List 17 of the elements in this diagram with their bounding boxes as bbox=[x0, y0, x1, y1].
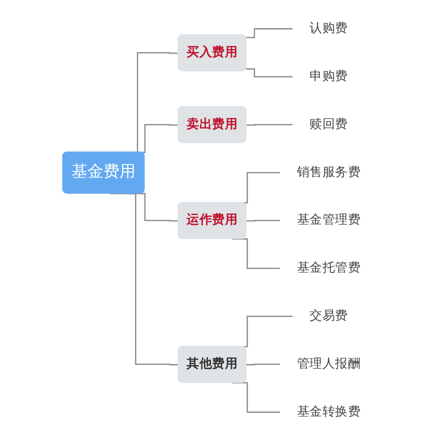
node-text: 申购费 bbox=[309, 68, 348, 84]
node-text: 交易费 bbox=[309, 308, 348, 323]
connector bbox=[232, 238, 280, 270]
node-text: 基金托管费 bbox=[296, 260, 360, 275]
connector bbox=[246, 28, 292, 38]
node-text: 认购费 bbox=[309, 20, 348, 36]
connector bbox=[246, 124, 292, 126]
node-text: 销售服务费 bbox=[296, 164, 360, 180]
node-text: 基金管理费 bbox=[296, 212, 360, 228]
connector bbox=[110, 192, 178, 366]
node-text: 管理人报酬 bbox=[296, 356, 360, 371]
connector bbox=[246, 364, 280, 366]
connector bbox=[246, 68, 292, 78]
connector bbox=[232, 382, 280, 413]
node-text: 赎回费 bbox=[309, 116, 348, 132]
connector bbox=[246, 220, 280, 222]
node-text: 基金转换费 bbox=[296, 404, 360, 419]
